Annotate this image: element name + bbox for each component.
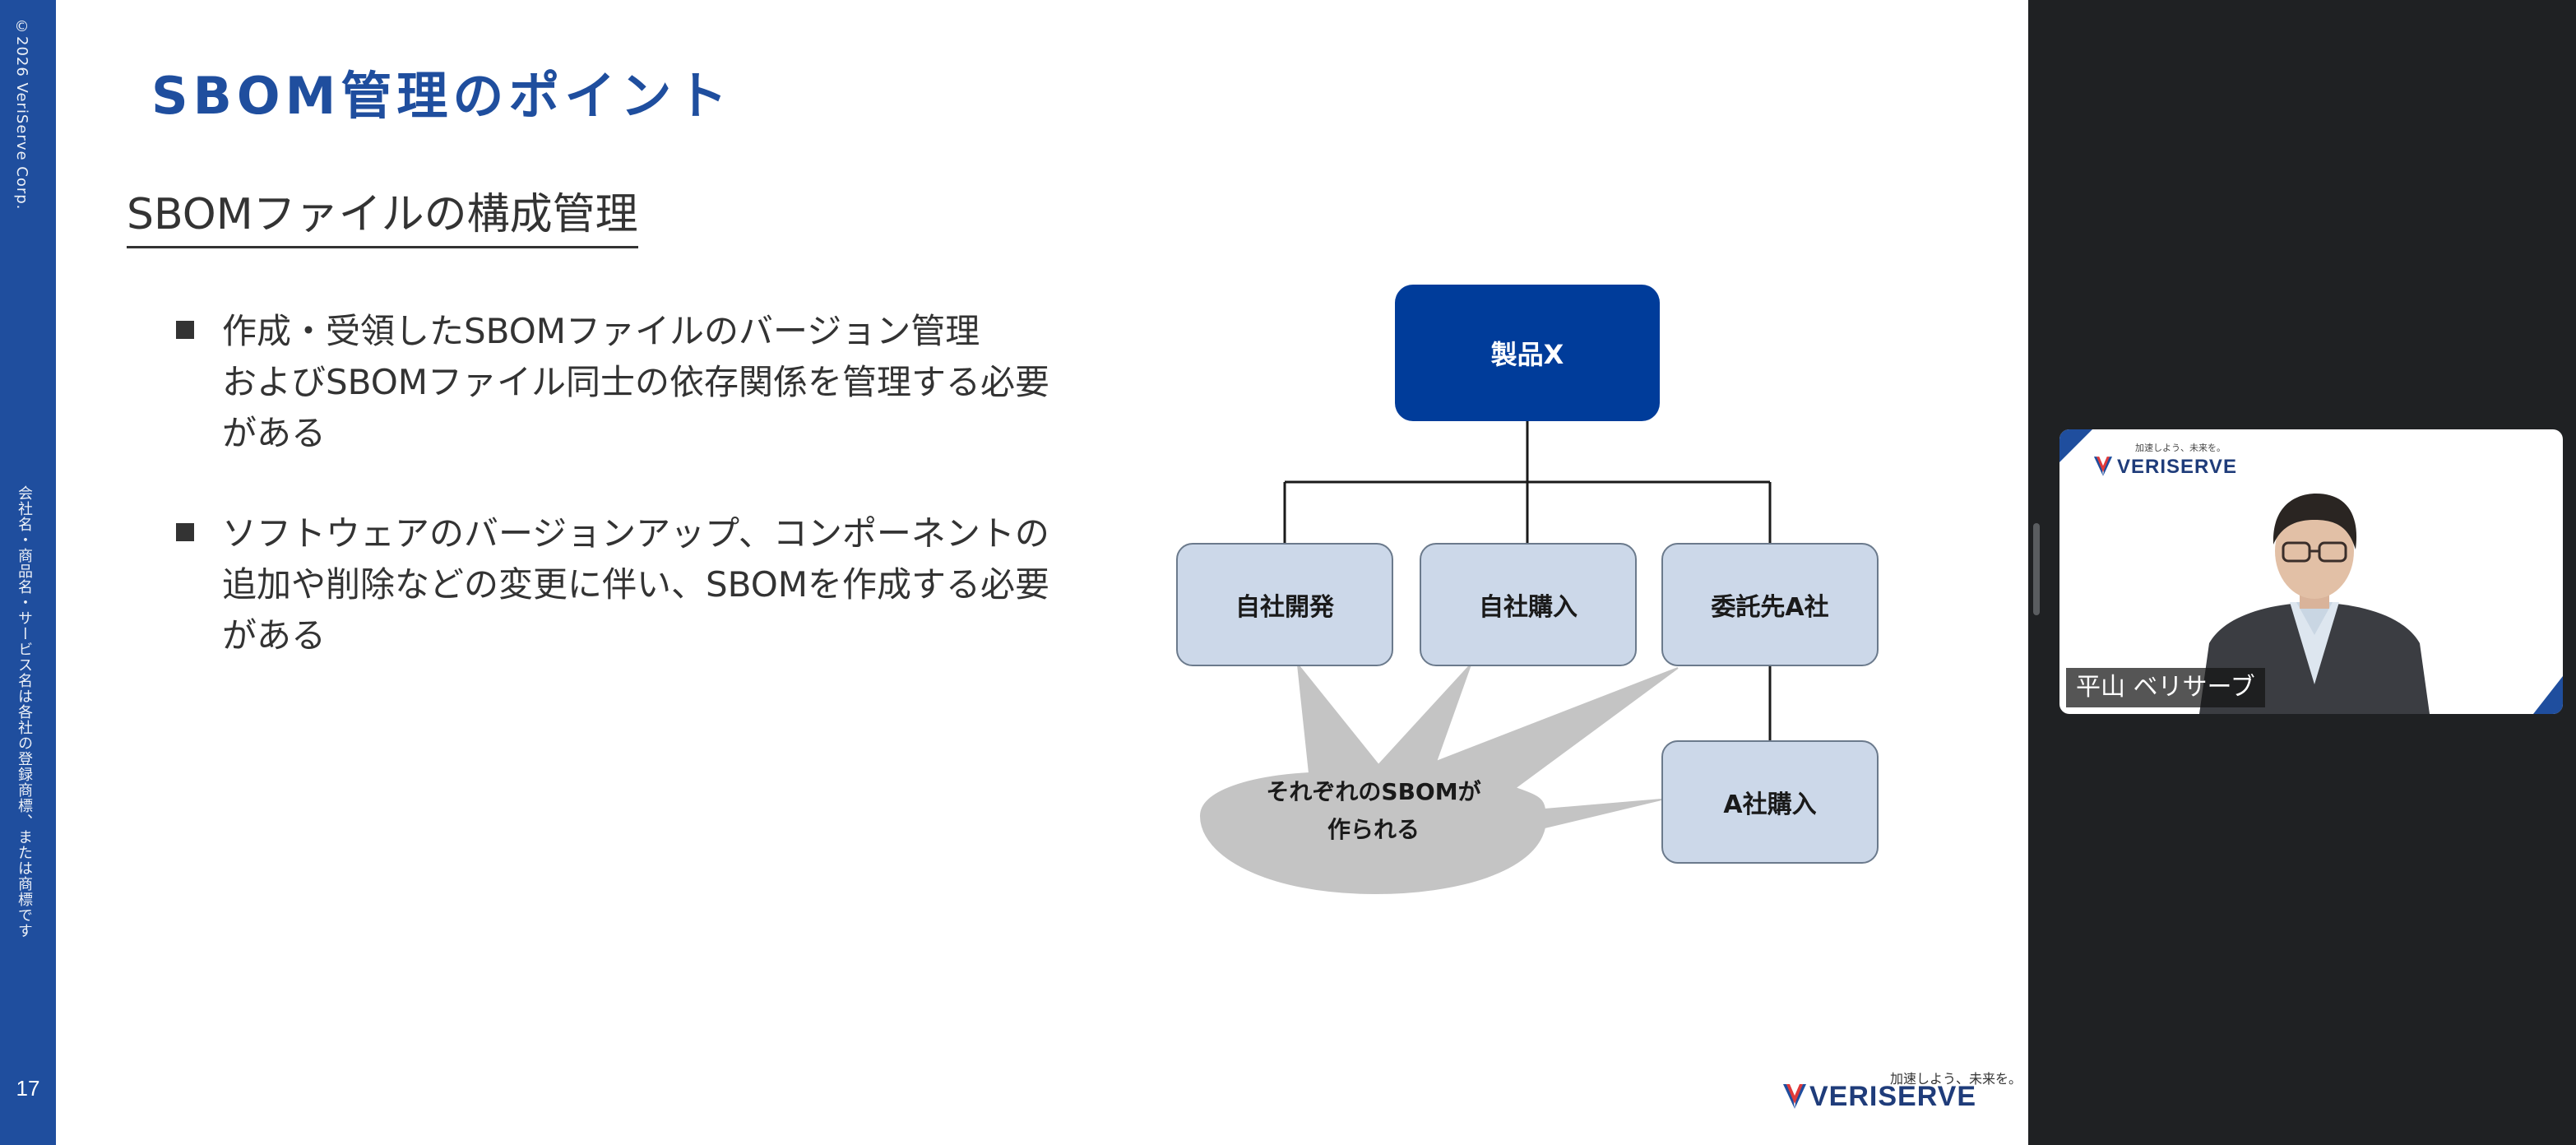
- bullet-square-icon: [176, 321, 194, 339]
- contractor-purchase-box: A社購入: [1661, 740, 1879, 864]
- veriserve-logo-icon: [1783, 1084, 1806, 1109]
- bullet-text: ソフトウェアのバージョンアップ、コンポーネントの 追加や削除などの変更に伴い、S…: [222, 513, 1050, 656]
- page-number: 17: [16, 1076, 40, 1101]
- veriserve-logo-icon: [2093, 457, 2113, 476]
- copyright-text: ©2026 VeriServe Corp.: [13, 18, 30, 211]
- presentation-slide: ©2026 VeriServe Corp. 会社名・商品名・サービス名は各社の登…: [0, 0, 2028, 1145]
- bullet-square-icon: [176, 523, 194, 541]
- corner-accent-decoration: [2533, 676, 2563, 714]
- contractor-box: 委託先A社: [1661, 543, 1879, 666]
- in-house-dev-box: 自社開発: [1176, 543, 1393, 666]
- bullet-text: 作成・受領したSBOMファイルのバージョン管理 およびSBOMファイル同士の依存…: [222, 311, 1050, 453]
- footer-brand-wordmark: VERISERVE: [1809, 1081, 1977, 1112]
- participant-name-label: 平山 ベリサーブ: [2066, 668, 2265, 707]
- speech-bubble: [1199, 661, 1679, 895]
- video-brand-wordmark: VERISERVE: [2117, 456, 2237, 478]
- video-brand-tagline: 加速しよう、未来を。: [2135, 443, 2226, 453]
- panel-resize-handle[interactable]: [2033, 523, 2040, 615]
- participant-video-tile[interactable]: 加速しよう、未来を。 VERISERVE 平山 ベリサーブ: [2059, 429, 2563, 714]
- glasses-icon: [2282, 541, 2347, 563]
- speech-bubble-text: それぞれのSBOMが 作られる: [1266, 778, 1481, 843]
- slide-sidebar: ©2026 VeriServe Corp. 会社名・商品名・サービス名は各社の登…: [0, 0, 56, 1145]
- slide-subheading: SBOMファイルの構成管理: [127, 179, 638, 248]
- footer-tagline: 加速しよう、未来を。: [1890, 1071, 2022, 1087]
- sbom-structure-diagram: [1199, 421, 1772, 895]
- in-house-purchase-box: 自社購入: [1420, 543, 1637, 666]
- product-box: 製品X: [1395, 285, 1660, 421]
- trademark-notice: 会社名・商品名・サービス名は各社の登録商標、または商標です: [16, 485, 33, 939]
- corner-accent-decoration: [2059, 429, 2092, 462]
- connector-lines: [1283, 421, 1772, 740]
- slide-title: SBOM管理のポイント: [151, 66, 733, 126]
